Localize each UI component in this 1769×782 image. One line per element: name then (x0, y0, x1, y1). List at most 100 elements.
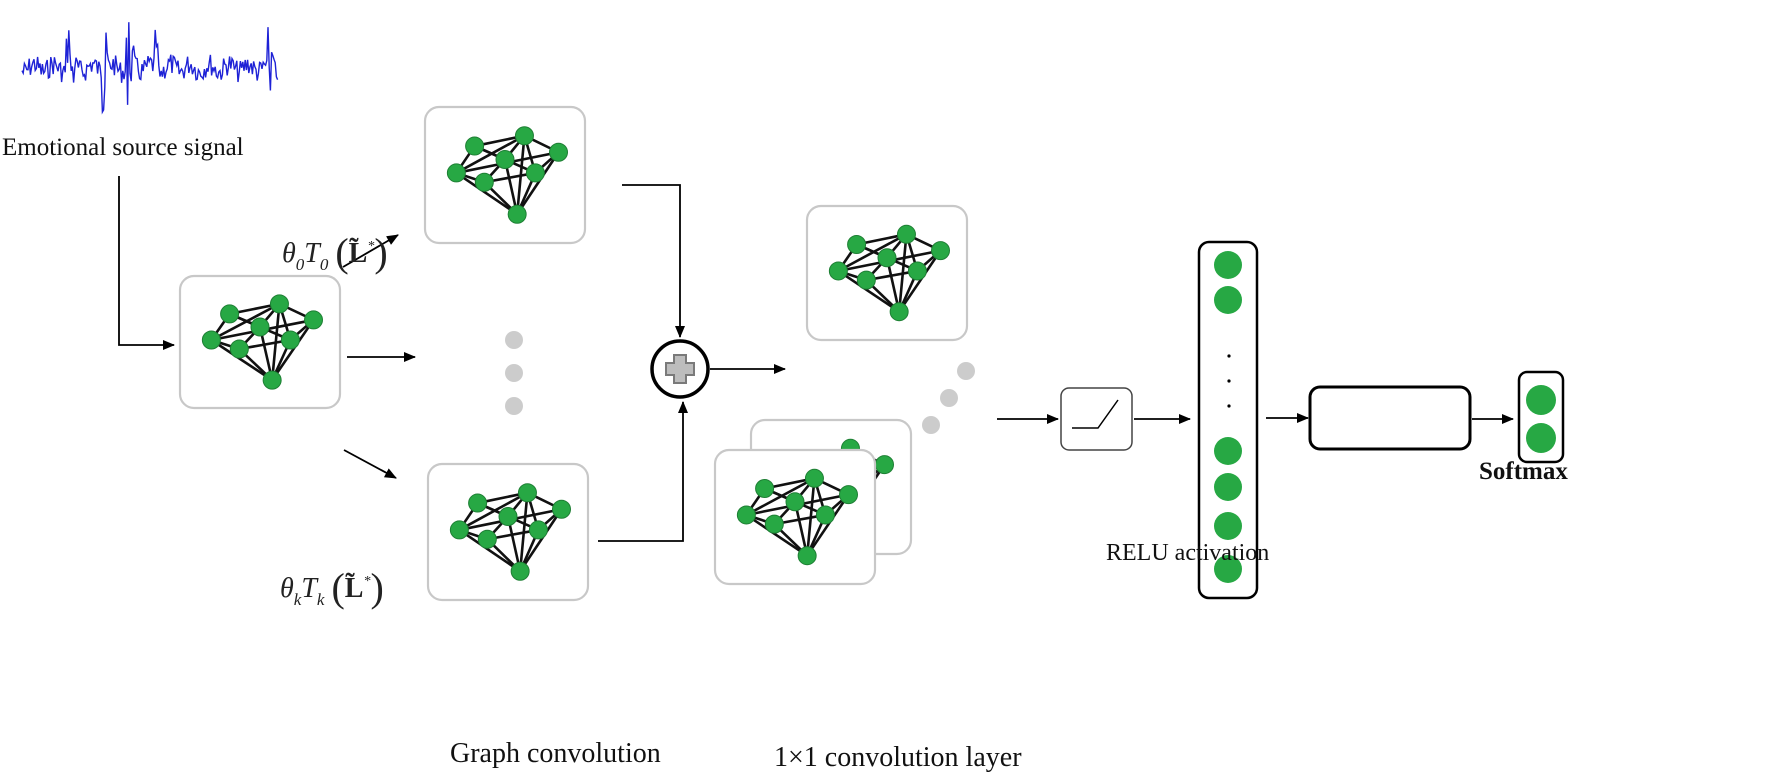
graph-box-frame (713, 448, 877, 586)
graph-node (498, 506, 518, 526)
graph-node (755, 478, 775, 498)
graph-conv-top (423, 105, 587, 245)
graph-node (828, 261, 848, 281)
fc-ellipsis-dot (1227, 404, 1231, 408)
graph-edge (458, 491, 529, 532)
source-signal-label: Emotional source signal (2, 134, 244, 161)
graph-node (785, 492, 805, 512)
graph-node (552, 499, 572, 519)
graph-node (907, 261, 927, 281)
fc-node (1214, 286, 1242, 314)
graph-node (220, 304, 240, 324)
graph-node (250, 317, 270, 337)
graph-edge (806, 493, 850, 557)
graph-edge (271, 319, 315, 381)
arrow-top-to-sum (622, 184, 685, 338)
fc-node (1214, 473, 1242, 501)
arrow-to-top-conv (342, 234, 399, 268)
relu-box (1060, 387, 1133, 451)
conv1x1-top (805, 204, 969, 342)
graph-node (797, 546, 817, 566)
plus-icon (665, 354, 695, 384)
graph-node (510, 561, 530, 581)
fc-column (1197, 240, 1259, 600)
conv1x1-front (713, 448, 877, 586)
relu-curve (1072, 399, 1119, 429)
misc-elements (505, 240, 1565, 600)
conv1x1-label: 1×1 convolution layer (774, 742, 1022, 773)
graph-edge (455, 134, 526, 175)
output-node (1526, 385, 1556, 415)
eeg-signal-waveform (21, 22, 279, 115)
graph-edge (519, 508, 563, 572)
softmax-label: Softmax (1479, 458, 1568, 485)
graph-node (856, 270, 876, 290)
graph-node (736, 505, 756, 525)
chebyshev-term-k: θkTk (L̃*) (280, 565, 384, 610)
graph-node (514, 126, 534, 146)
graph-node (477, 529, 497, 549)
connection-arrows (118, 176, 1514, 542)
relu-label: RELU activation (1106, 540, 1270, 566)
graph-edge (210, 302, 281, 342)
fc-node (1214, 512, 1242, 540)
graph-box-frame (423, 105, 587, 245)
graph-box-frame (178, 274, 342, 410)
graph-node (474, 172, 494, 192)
ellipsis-dot (922, 416, 940, 434)
graph-edge (745, 477, 816, 517)
graph-edge (516, 151, 560, 215)
graph-node (201, 330, 221, 350)
ellipsis-dot (505, 331, 523, 349)
graph-box-frame (426, 462, 590, 602)
graph-edge (210, 338, 273, 382)
arrow-bottom-to-sum (598, 401, 688, 542)
fc-node (1214, 555, 1242, 583)
ellipsis-dot (940, 389, 958, 407)
graph-node (446, 163, 466, 183)
ellipsis-dot (957, 362, 975, 380)
graph-node (517, 483, 537, 503)
graph-edge (898, 249, 942, 313)
graph-node (764, 514, 784, 534)
graph-convolution-label: Graph convolution (450, 738, 661, 769)
graph-boxes (178, 105, 969, 602)
graph-node (280, 330, 300, 350)
ellipsis-dot (505, 364, 523, 382)
graph-node (465, 136, 485, 156)
graph-node (847, 234, 867, 254)
graph-node (875, 455, 895, 475)
fc-node (1214, 251, 1242, 279)
chebyshev-term-0: θ0T0 (L̃*) (282, 230, 388, 275)
graph-node (304, 310, 324, 330)
input-graph (178, 274, 342, 410)
graph-edge (837, 269, 900, 313)
graph-node (495, 149, 515, 169)
graph-node (262, 370, 282, 390)
fc-node (1214, 437, 1242, 465)
graph-node (528, 520, 548, 540)
graph-node (896, 224, 916, 244)
arrow-to-bottom-conv (343, 449, 397, 479)
graph-node (815, 505, 835, 525)
graph-node (468, 493, 488, 513)
ellipsis-dot (505, 397, 523, 415)
arrow-signal-to-graph (118, 176, 175, 350)
graph-edge (745, 513, 808, 557)
graph-node (889, 302, 909, 322)
graph-edge (458, 528, 521, 573)
graph-node (269, 294, 289, 314)
graph-node (549, 142, 569, 162)
graph-edge (455, 171, 518, 216)
graph-node (877, 248, 897, 268)
graph-node (229, 339, 249, 359)
fc-ellipsis-dot (1227, 354, 1231, 358)
graph-node (839, 485, 859, 505)
graph-node (525, 163, 545, 183)
eeg-trace (21, 22, 279, 115)
graph-node (804, 468, 824, 488)
output-node (1526, 423, 1556, 453)
graph-node (931, 241, 951, 261)
